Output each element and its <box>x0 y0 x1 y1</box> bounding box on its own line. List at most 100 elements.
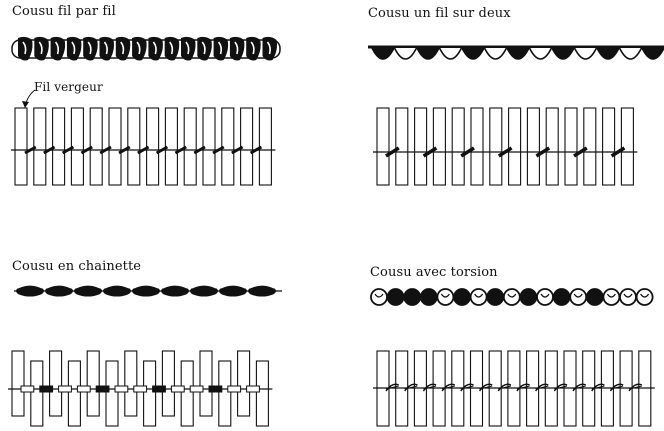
rib <box>199 350 213 417</box>
rib <box>526 107 540 186</box>
stitch-scallop <box>641 47 664 60</box>
torsion-bead-twist <box>507 293 517 298</box>
rib <box>620 107 634 186</box>
torsion-bead <box>519 288 538 306</box>
ribs-un-fil-sur-deux <box>373 107 638 186</box>
thread-wrap <box>118 145 131 155</box>
torsion-bead <box>585 288 604 306</box>
stitch-highlight <box>54 41 60 55</box>
stitch-scallop <box>506 47 530 60</box>
thread-wrap <box>385 146 400 158</box>
torsion-bead <box>419 288 438 306</box>
stitch-highlight <box>266 41 271 55</box>
torsion-bead-twist <box>540 293 550 298</box>
twist-strand <box>441 385 455 390</box>
rib <box>470 107 484 186</box>
thread-wrap <box>155 145 169 155</box>
stitch-highlight <box>234 41 239 55</box>
thread-wrap <box>174 145 187 155</box>
stitch-highlight <box>250 41 255 55</box>
thread-wrap <box>24 145 37 155</box>
stitch-scallop <box>416 47 440 60</box>
chain-link <box>103 285 131 297</box>
chain-link <box>190 285 218 297</box>
twist-strand <box>404 385 418 390</box>
thread-wrap <box>249 145 263 155</box>
rib <box>489 107 503 186</box>
rib <box>240 107 254 186</box>
rib <box>432 107 446 186</box>
stitch-scallop <box>438 47 463 60</box>
ribs-fil-par-fil <box>11 107 276 186</box>
twist-loop <box>535 383 549 392</box>
thread-wrap <box>535 146 551 158</box>
stitch-highlight <box>22 41 27 55</box>
title-cousu-fil-par-fil: Cousu fil par fil <box>12 4 116 19</box>
label-fil-vergeur: Fil vergeur <box>34 80 103 94</box>
twist-strand <box>460 385 474 390</box>
twist-strand <box>423 385 437 390</box>
rib <box>237 350 251 417</box>
chain-link <box>74 285 102 297</box>
stitch-highlight <box>217 41 223 55</box>
twist-loop <box>441 383 456 392</box>
rib <box>70 107 84 186</box>
stitch-scallop <box>461 47 485 60</box>
strip-fil-par-fil <box>11 36 281 61</box>
stitch-scallop <box>393 47 418 60</box>
torsion-bead <box>403 288 422 306</box>
stitch-scallop <box>551 47 575 60</box>
chain-link <box>132 285 160 297</box>
chain-segment <box>39 385 54 393</box>
thread-wrap <box>212 145 225 155</box>
rib <box>86 350 100 417</box>
torsion-bead <box>552 288 571 306</box>
rib <box>202 107 216 186</box>
chain-link-shine <box>191 284 217 289</box>
chain-link <box>45 285 73 297</box>
rib <box>161 350 175 417</box>
stitch-scallop <box>596 47 620 60</box>
stitch-highlight <box>103 41 108 55</box>
thread-wrap <box>573 146 588 158</box>
twist-loop <box>609 383 624 392</box>
twist-loop <box>385 383 399 392</box>
chain-segment <box>20 385 35 393</box>
stitch-scallop <box>618 47 643 60</box>
rib <box>221 107 235 186</box>
twist-strand <box>535 385 549 390</box>
chain-link-shine <box>46 284 72 289</box>
stitch-scallop <box>483 47 508 60</box>
thread-wrap <box>61 145 75 155</box>
rib <box>108 107 122 186</box>
twist-strand <box>516 385 530 390</box>
rib <box>89 107 103 186</box>
rib <box>602 107 616 186</box>
rib <box>164 107 178 186</box>
chain-segment <box>95 385 110 393</box>
chain-link-shine <box>17 284 43 289</box>
chain-segment <box>208 385 223 393</box>
chain-link <box>219 285 247 297</box>
rib <box>30 360 44 427</box>
torsion-bead <box>453 288 471 306</box>
rib <box>395 107 409 186</box>
rib <box>143 360 157 427</box>
twist-loop <box>553 383 568 392</box>
chain-segment <box>152 385 166 393</box>
chain-segment <box>227 385 242 393</box>
torsion-bead <box>486 288 505 306</box>
twist-strand <box>479 385 493 390</box>
twist-loop <box>478 383 493 392</box>
rib <box>183 107 197 186</box>
stitch-highlight <box>152 41 157 55</box>
strip-un-fil-sur-deux <box>368 45 664 60</box>
rib <box>508 107 522 186</box>
thread-wrap <box>422 146 438 158</box>
twist-loop <box>497 383 512 392</box>
pointer-arrow-head <box>22 101 29 108</box>
torsion-bead <box>386 288 405 306</box>
stitch-highlight <box>185 41 190 55</box>
stitch-scallop <box>573 47 598 60</box>
